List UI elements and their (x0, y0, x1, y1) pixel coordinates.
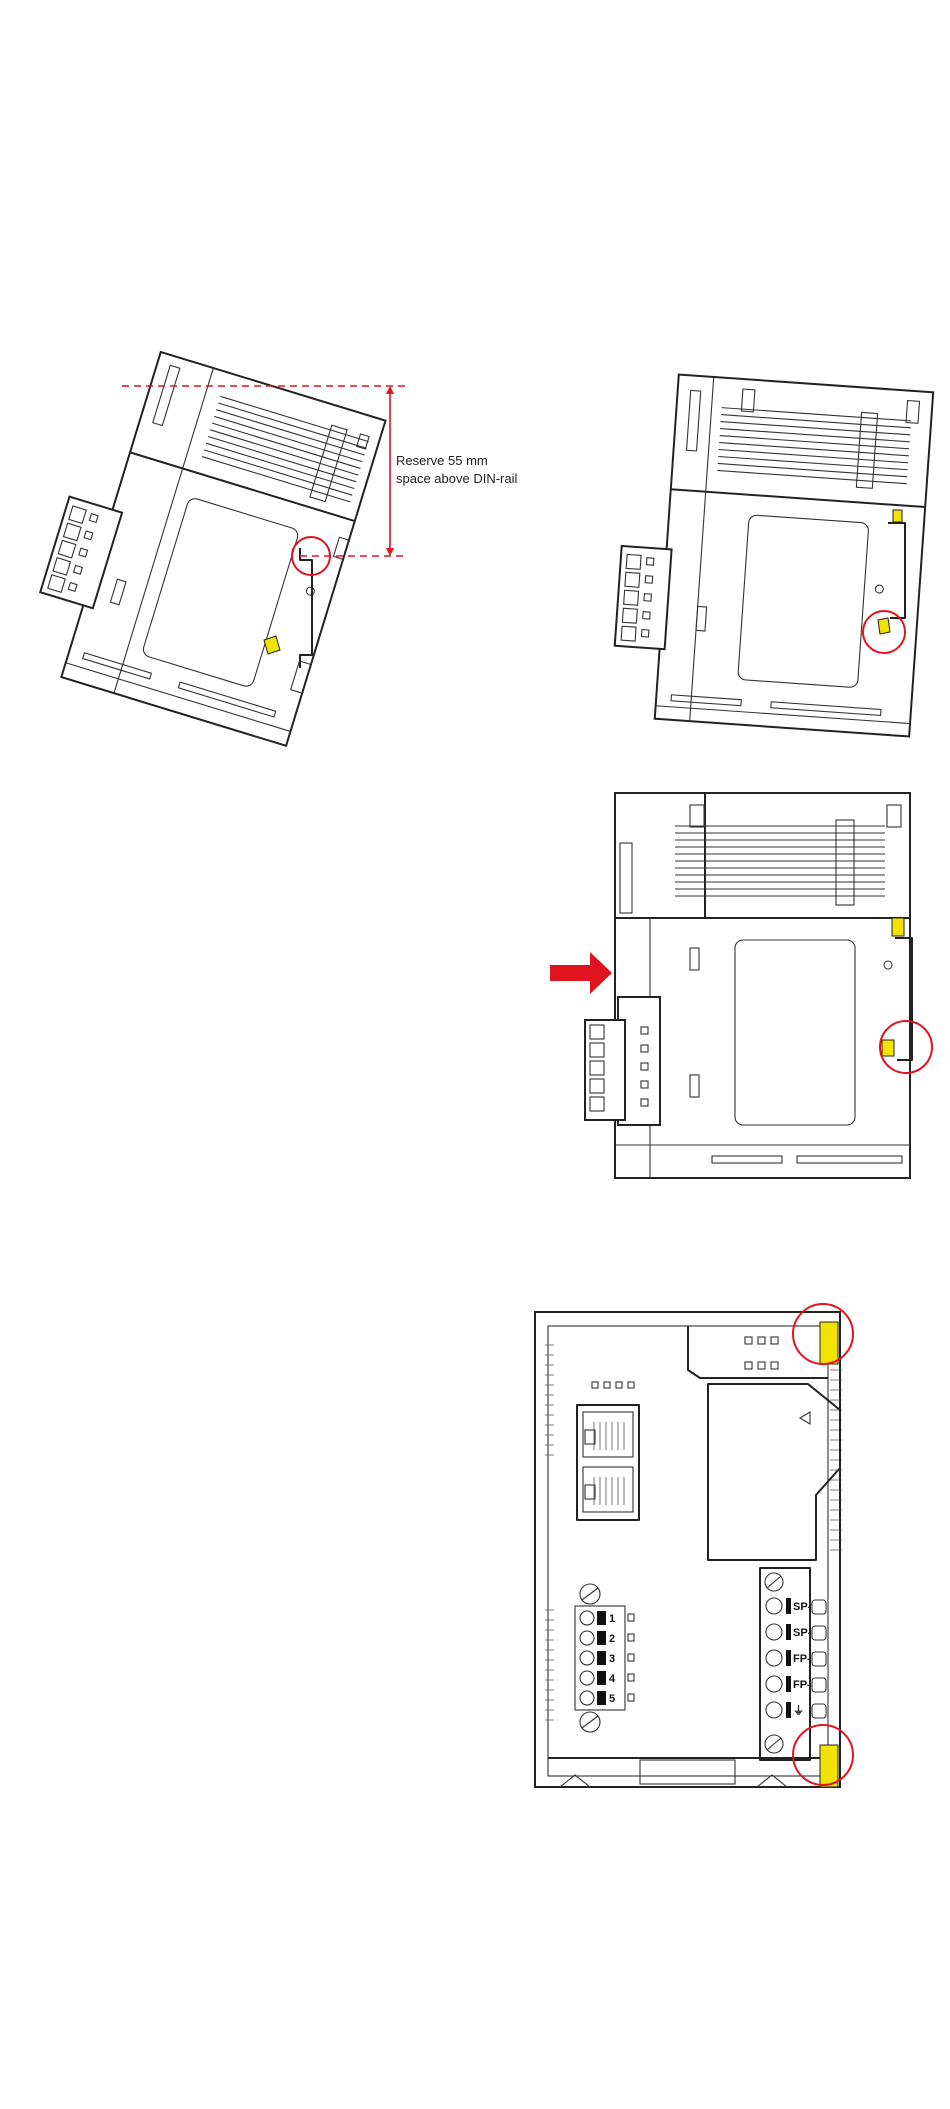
annotation-line2: space above DIN-rail (396, 471, 517, 486)
front-latch-bottom (820, 1745, 838, 1787)
terminal-left-5: 5 (609, 1693, 615, 1705)
front-latch-top (820, 1322, 838, 1364)
terminal-right-fp1: FP- (793, 1653, 811, 1665)
terminal-right-sp1: SP- (793, 1601, 812, 1613)
step3-seated-module (550, 793, 932, 1178)
step1-tilted-module: Reserve 55 mm space above DIN-rail (18, 339, 517, 746)
step2-rotating-module (610, 371, 933, 736)
push-arrow (550, 952, 612, 994)
terminal-right-sp2: SP- (793, 1627, 812, 1639)
step4-front-view: 1 2 3 4 5 (535, 1304, 853, 1787)
terminal-right-ground: ⏚ (793, 1704, 804, 1717)
terminal-left-2: 2 (609, 1633, 615, 1645)
step3-latch-top (892, 918, 904, 936)
step2-latch-bottom (878, 618, 890, 634)
terminal-left-4: 4 (609, 1673, 616, 1685)
annotation-line1: Reserve 55 mm (396, 453, 488, 468)
terminal-left-3: 3 (609, 1653, 615, 1665)
step2-latch-top (893, 510, 902, 522)
terminal-right-fp2: FP- (793, 1679, 811, 1691)
step3-latch-bottom (882, 1040, 894, 1056)
terminal-left-1: 1 (609, 1613, 615, 1625)
